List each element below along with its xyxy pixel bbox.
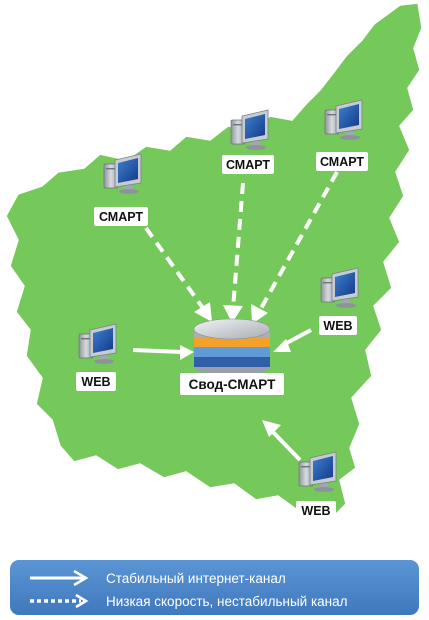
legend: Стабильный интернет-канал Низкая скорост… (10, 560, 419, 615)
node-web-right: WEB (319, 267, 359, 335)
database-icon (193, 318, 271, 376)
arrow-smart-top-right (257, 171, 339, 313)
node-smart-left: СМАРТ (94, 153, 148, 226)
arrow-web-left (132, 348, 183, 354)
dotted-arrow-icon (30, 593, 89, 609)
region-map (5, 2, 423, 515)
hub-label: Свод-СМАРТ (189, 377, 276, 392)
node-web-bottom: WEB (296, 451, 337, 520)
node-label-box (319, 316, 357, 335)
node-label-box (296, 501, 336, 520)
solid-arrow-icon (30, 569, 89, 587)
arrow-web-bottom (269, 428, 302, 462)
arrow-web-right (282, 328, 312, 347)
node-web-left: WEB (76, 323, 117, 391)
node-label: WEB (323, 319, 352, 333)
arrowheads-stable (180, 339, 291, 437)
node-label-box (222, 155, 274, 174)
arrow-smart-top-center (231, 182, 245, 310)
hub-label-box (180, 373, 284, 395)
legend-unstable-label: Низкая скорость, нестабильный канал (106, 594, 348, 609)
node-label-box (76, 372, 116, 391)
node-label: WEB (81, 375, 110, 389)
node-smart-top-right: СМАРТ (316, 99, 368, 171)
hub-database: Свод-СМАРТ (180, 318, 284, 395)
legend-stable-label: Стабильный интернет-канал (106, 571, 286, 586)
node-smart-top-center: СМАРТ (222, 109, 274, 174)
arrowheads-unstable (194, 302, 268, 324)
node-label: СМАРТ (226, 158, 270, 172)
node-label: СМАРТ (320, 155, 364, 169)
node-label-box (94, 207, 148, 226)
node-label: WEB (301, 504, 330, 518)
legend-background (10, 560, 419, 615)
arrows-unstable (144, 171, 339, 313)
arrows-stable (132, 328, 312, 462)
node-label: СМАРТ (99, 210, 143, 224)
node-label-box (316, 152, 368, 171)
